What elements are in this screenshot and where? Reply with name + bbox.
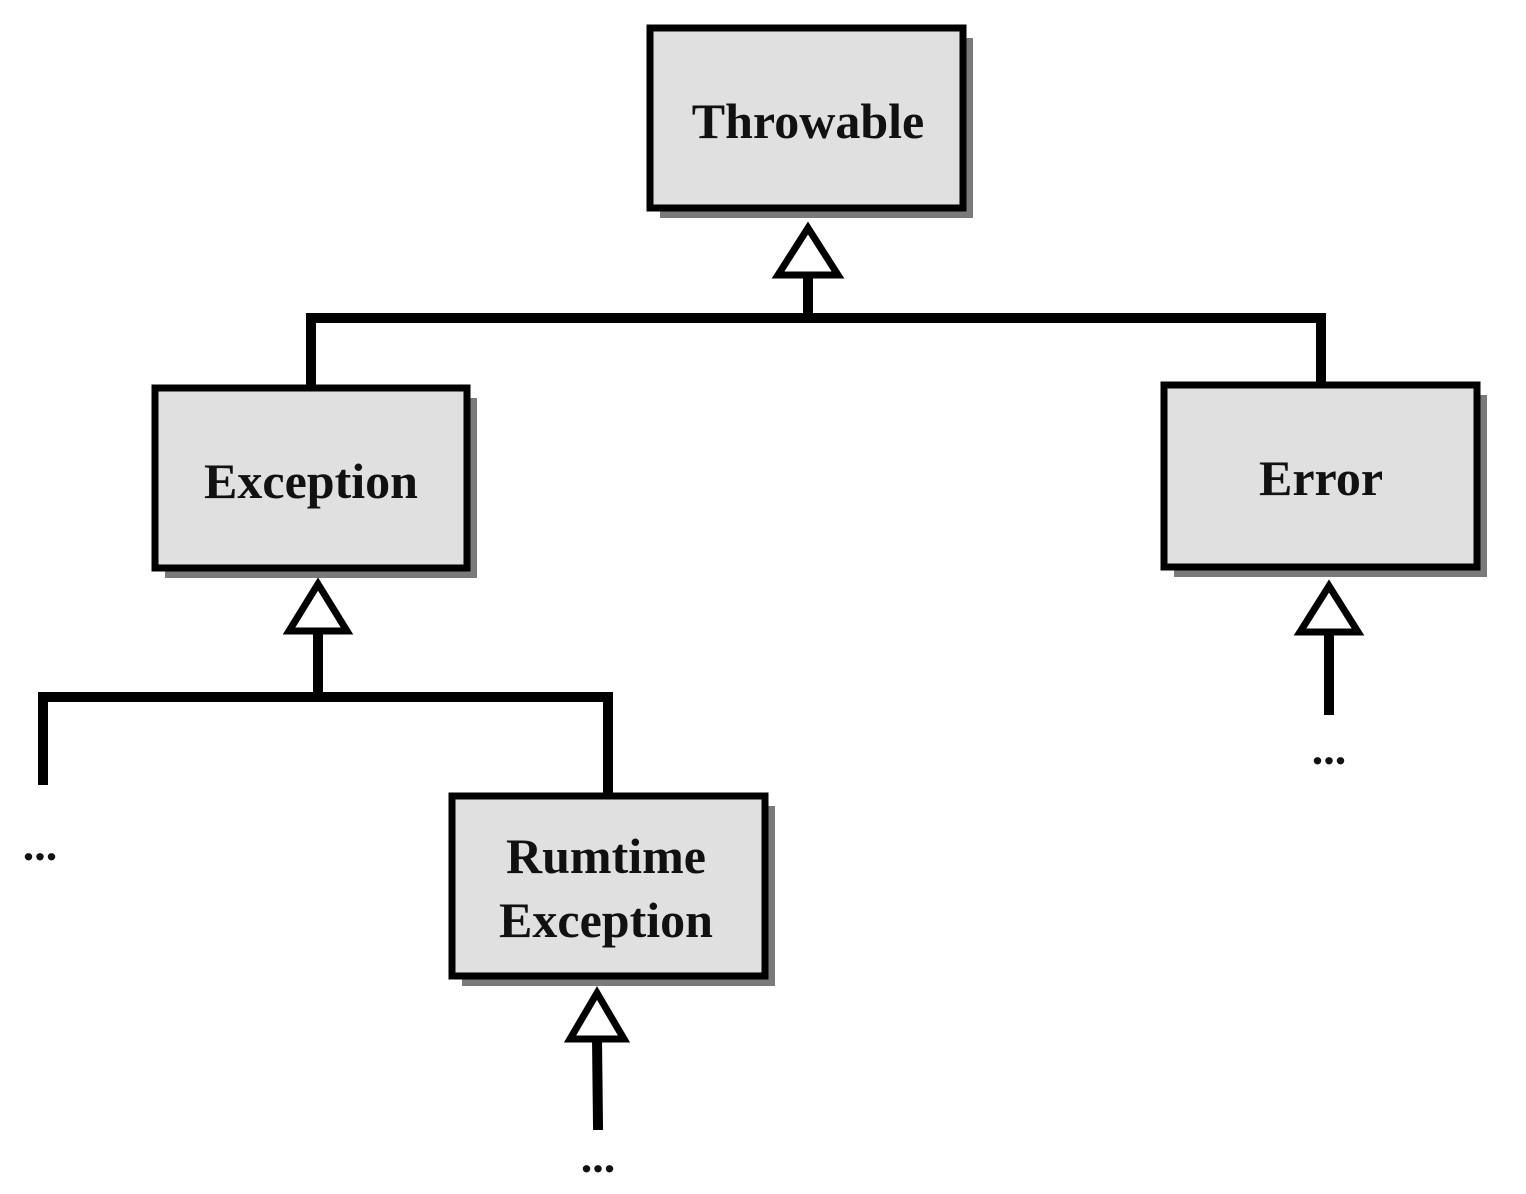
connector-error-children	[1293, 579, 1365, 715]
node-throwable-box	[646, 24, 967, 212]
node-exception-box	[151, 384, 471, 572]
node-runtime-exception[interactable]: Rumtime Exception	[448, 792, 775, 986]
node-runtime-exception-label-line2: Exception	[499, 892, 713, 948]
node-runtime-exception-box	[448, 792, 769, 980]
node-exception-label: Exception	[204, 453, 418, 509]
connector-runtime-exception-children	[563, 986, 631, 1131]
inheritance-arrow-error	[1293, 579, 1365, 636]
node-exception[interactable]: Exception	[151, 384, 477, 578]
inheritance-arrow-runtime-exception	[563, 986, 631, 1043]
ellipsis-error-subclasses: ...	[1312, 723, 1347, 774]
connector-exception-children	[38, 577, 613, 800]
node-throwable-label: Throwable	[692, 93, 924, 149]
node-runtime-exception-label-line1: Rumtime	[506, 828, 706, 884]
inheritance-arrow-exception	[282, 577, 354, 635]
node-error[interactable]: Error	[1160, 381, 1487, 577]
inheritance-arrow-throwable	[771, 221, 845, 279]
node-error-box	[1160, 381, 1481, 571]
ellipsis-exception-others: ...	[23, 819, 58, 870]
ellipsis-runtime-exception-subclasses: ...	[581, 1131, 616, 1182]
connector-throwable-children	[306, 221, 1326, 390]
node-error-label: Error	[1259, 450, 1383, 506]
node-throwable[interactable]: Throwable	[646, 24, 973, 218]
